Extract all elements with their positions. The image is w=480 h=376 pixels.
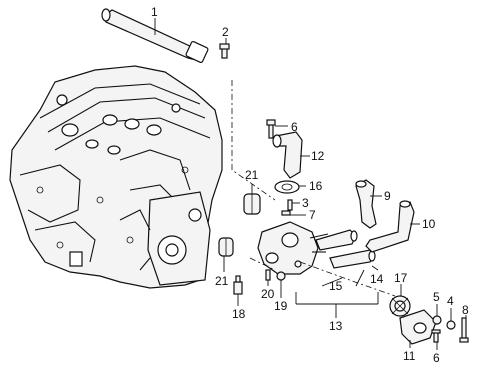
part-10-hose [365,200,415,253]
callout-13: 13 [329,319,343,333]
callout-3: 3 [302,196,309,210]
part-11-cover [399,309,437,345]
part-5-ring [432,315,442,325]
engine-block [9,65,223,289]
callout-20: 20 [261,287,275,301]
part-6-bolt-bottom [431,329,441,343]
part-3-bolt [287,199,293,211]
callout-2: 2 [222,25,229,39]
callout-5: 5 [433,290,440,304]
callout-14: 14 [370,272,384,286]
callout-6: 6 [433,351,440,365]
part-12-hose [272,131,303,179]
callout-4: 4 [447,294,454,308]
callout-17: 17 [394,271,408,285]
part-9-hose [355,179,377,229]
part-18-sensor [233,275,243,295]
part-1-water-pipe [101,8,209,63]
callout-12: 12 [311,149,325,163]
callout-7: 7 [309,208,316,222]
callout-6: 6 [291,120,298,134]
callout-19: 19 [274,299,288,313]
part-8-bolt [459,317,469,343]
callout-21: 21 [215,274,229,288]
callout-16: 16 [309,179,323,193]
callout-9: 9 [384,189,391,203]
callout-11: 11 [403,349,416,363]
part-21-clamp-lower [218,237,234,257]
callout-21: 21 [245,168,259,182]
part-2-bolt [219,43,230,59]
part-21-clamp-upper [243,193,261,215]
part-19-nut [276,271,286,281]
callout-10: 10 [422,217,436,231]
callout-labels: 1 2 6 12 21 16 9 3 7 10 14 17 21 15 20 5… [151,5,469,365]
part-20-bolt [265,269,271,281]
callout-18: 18 [232,307,246,321]
part-7-bolt [281,210,291,216]
callout-15: 15 [329,279,343,293]
part-6-bolt-top [266,119,276,139]
thermostat-housing [257,221,329,275]
part-4-washer [446,320,456,330]
part-17-thermostat [389,295,411,317]
part-16-gasket [274,180,300,194]
part-15-hoses [315,229,376,269]
callout-8: 8 [462,303,469,317]
callout-1: 1 [151,5,158,19]
